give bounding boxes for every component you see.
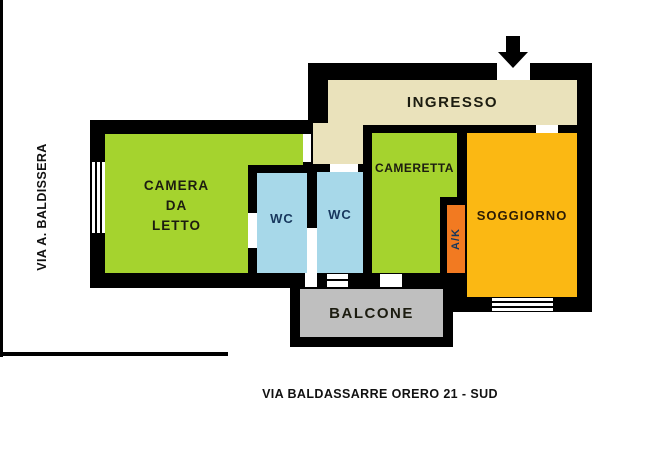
room-ingresso-corridor: [313, 123, 363, 164]
door-corridor-wc2: [330, 162, 358, 173]
label-ak: A/K: [450, 228, 462, 250]
label-wc1: WC: [270, 210, 294, 226]
street-name-left: VIA A. BALDISSERA: [35, 143, 49, 271]
label-balcone: BALCONE: [329, 304, 414, 322]
room-balcone: [300, 289, 443, 337]
label-soggiorno: SOGGIORNO: [476, 207, 568, 223]
entrance-arrow-icon: [506, 36, 520, 54]
room-wc1: [257, 173, 307, 273]
room-ingresso: [328, 80, 577, 125]
window-camera-left: [92, 162, 105, 233]
room-cameretta-upper: [372, 133, 457, 197]
window-line: [95, 162, 97, 233]
room-wc2: [317, 172, 363, 273]
room-cameretta-lower: [372, 197, 440, 273]
label-camera-line2: DA: [165, 198, 188, 213]
label-ingresso: INGRESSO: [406, 94, 499, 111]
door-corridor-camera: [302, 134, 311, 162]
label-camera-line3: LETTO: [151, 218, 201, 233]
label-camera-da-letto: CAMERA DA LETTO: [105, 176, 248, 236]
door-wc1-wc2: [305, 228, 317, 287]
window-line: [492, 301, 553, 303]
room-ak: [447, 205, 465, 273]
label-wc2: WC: [328, 207, 352, 222]
window-line: [327, 279, 348, 281]
entrance-arrow-head-icon: [498, 52, 528, 68]
door-cameretta-balcone: [380, 274, 402, 287]
door-camera-wc1: [248, 213, 257, 248]
frame-left-line: [0, 0, 3, 357]
window-line: [492, 306, 553, 308]
label-cameretta: CAMERETTA: [375, 161, 454, 175]
window-line: [100, 162, 102, 233]
frame-bottom-left-line: [0, 352, 228, 356]
room-soggiorno: [467, 133, 577, 297]
street-name-bottom: VIA BALDASSARRE ORERO 21 - SUD: [262, 387, 498, 401]
room-camera-da-letto: [105, 134, 248, 273]
window-soggiorno-bottom: [492, 298, 553, 311]
room-camera-alcove: [248, 134, 303, 165]
label-camera-line1: CAMERA: [143, 178, 210, 193]
